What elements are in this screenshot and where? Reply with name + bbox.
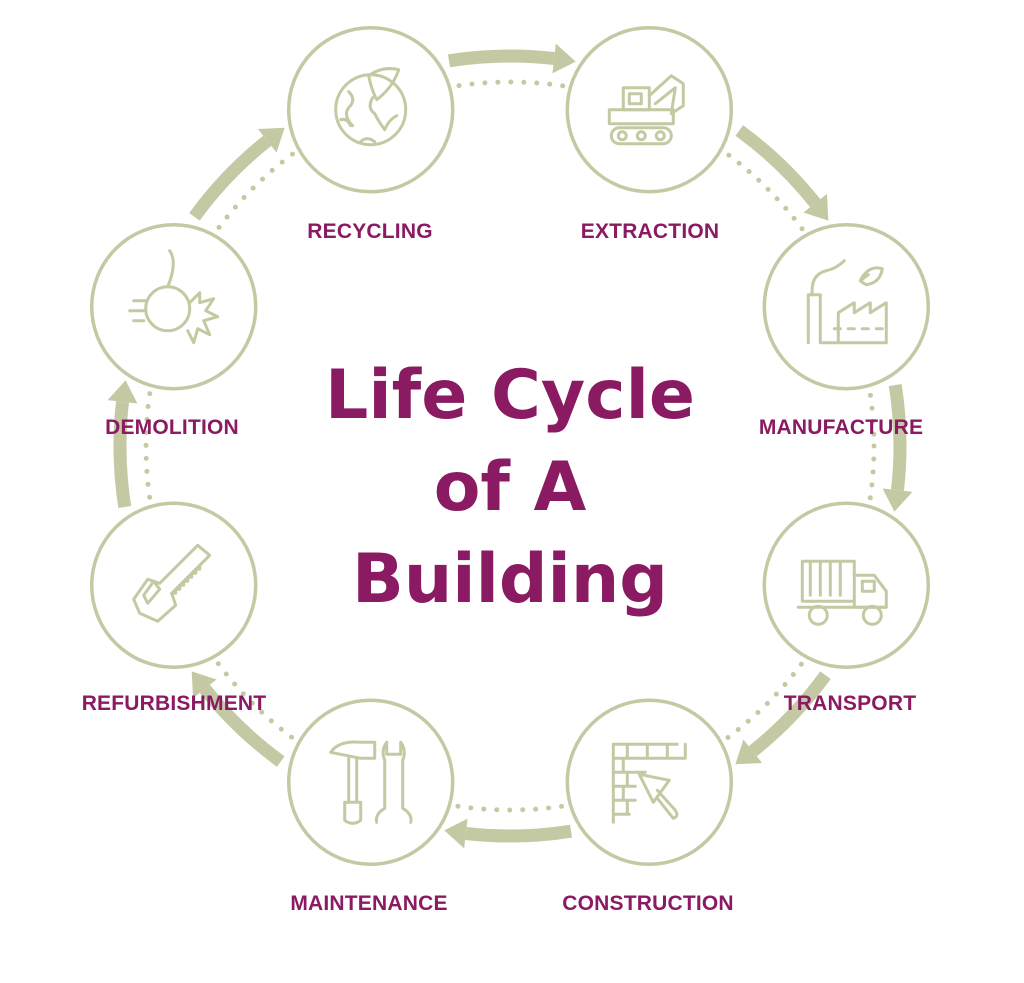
stage-label-refurbishment: REFURBISHMENT bbox=[81, 692, 267, 715]
dump-truck-icon bbox=[796, 559, 888, 626]
title-line-1: Life Cycle bbox=[325, 356, 695, 435]
saw-icon bbox=[132, 543, 212, 623]
flow-arrow-head bbox=[552, 43, 576, 74]
stage-circle bbox=[89, 222, 258, 391]
stage-label-extraction: EXTRACTION bbox=[580, 220, 720, 243]
stage-node-refurbishment bbox=[89, 501, 258, 670]
stage-node-maintenance bbox=[286, 698, 455, 867]
title-line-3: Building bbox=[352, 540, 668, 619]
flow-arrow-shaft bbox=[735, 125, 821, 208]
flow-arrow-head bbox=[882, 488, 913, 512]
hammer-wrench-icon bbox=[329, 740, 413, 825]
flow-arrow-shaft bbox=[447, 49, 555, 68]
flow-arrow-head bbox=[191, 671, 217, 699]
stage-label-manufacture: MANUFACTURE bbox=[758, 416, 924, 439]
flow-arrow-head bbox=[107, 380, 138, 404]
flow-arrow-head bbox=[803, 193, 829, 221]
excavator-icon bbox=[607, 74, 685, 146]
stage-label-construction: CONSTRUCTION bbox=[562, 892, 734, 915]
globe-leaf-icon bbox=[334, 67, 408, 147]
flow-arrow-shaft bbox=[888, 383, 907, 491]
title-line-2: of A bbox=[433, 448, 587, 527]
wrecking-ball-icon bbox=[128, 249, 220, 345]
flow-arrow-shaft bbox=[113, 401, 132, 509]
flow-arrow-head bbox=[444, 818, 468, 849]
flow-arrow-shaft bbox=[748, 671, 831, 757]
stage-label-demolition: DEMOLITION bbox=[105, 416, 239, 439]
stage-node-demolition bbox=[89, 222, 258, 391]
stage-label-recycling: RECYCLING bbox=[307, 220, 433, 243]
stage-circle bbox=[762, 501, 931, 670]
brick-wall-trowel-icon bbox=[611, 742, 687, 824]
stage-circle bbox=[286, 698, 455, 867]
stage-label-maintenance: MAINTENANCE bbox=[290, 892, 448, 915]
flow-arrow-head bbox=[257, 127, 285, 153]
stage-node-recycling bbox=[286, 25, 455, 194]
stage-circle bbox=[565, 698, 734, 867]
flow-arrow-shaft bbox=[189, 135, 272, 221]
stage-label-transport: TRANSPORT bbox=[783, 692, 917, 715]
stage-node-extraction bbox=[565, 25, 734, 194]
stage-node-transport bbox=[762, 501, 931, 670]
factory-icon bbox=[806, 259, 888, 345]
stage-node-manufacture bbox=[762, 222, 931, 391]
stage-circle bbox=[89, 501, 258, 670]
diagram-title: Life Cycle of A Building bbox=[325, 350, 695, 626]
stage-node-construction bbox=[565, 698, 734, 867]
dotted-ring bbox=[143, 79, 877, 813]
flow-arrow-shaft bbox=[465, 824, 573, 843]
flow-arrow-head bbox=[735, 739, 763, 765]
flow-arrow-shaft bbox=[199, 684, 285, 767]
